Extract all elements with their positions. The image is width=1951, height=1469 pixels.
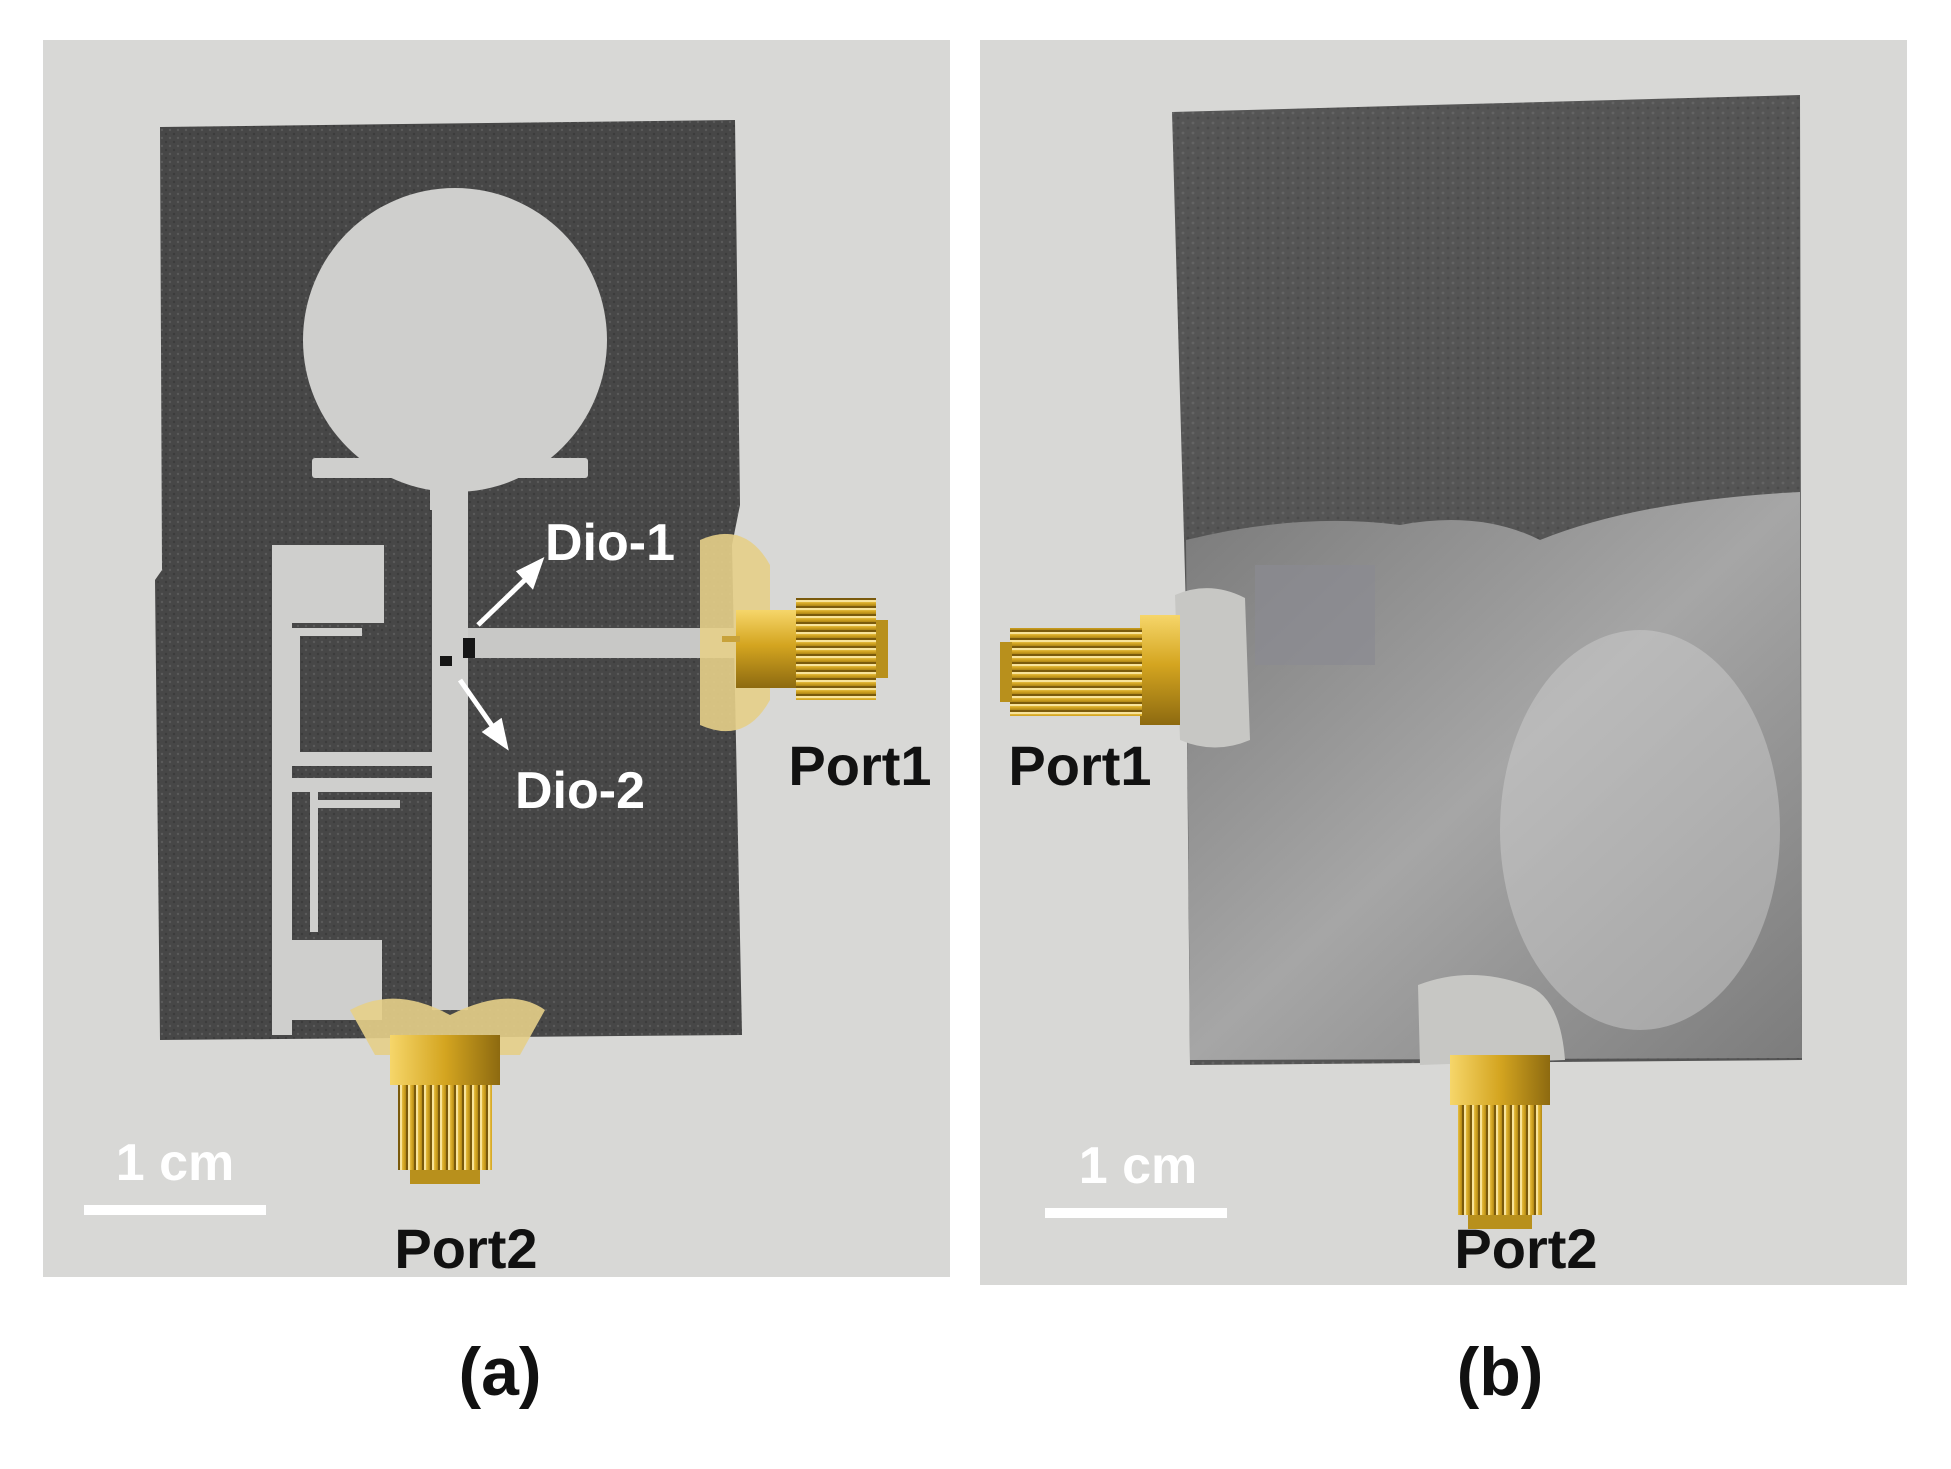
panel-a-port2-connector: [350, 998, 545, 1184]
panel-b-port1-solder: [1175, 588, 1250, 748]
panel-b-port1-label: Port1: [1008, 734, 1151, 797]
panel-b-port1-connector: [1000, 615, 1180, 725]
diode-arrows: [457, 557, 545, 751]
arrow-head-dio-1: [515, 557, 545, 590]
panel-b-caption: (b): [1457, 1334, 1544, 1410]
panel-a-caption: (a): [458, 1334, 541, 1410]
ground-plane-reflection: [1500, 630, 1780, 1030]
panel-b-port2-solder: [1418, 975, 1565, 1065]
arrow-to-dio-2: [457, 678, 498, 732]
port1-feed-line: [468, 628, 736, 658]
feed-line: [432, 490, 468, 1010]
panel-b-scale-bar: [1045, 1208, 1227, 1218]
arrow-to-dio-1: [476, 573, 532, 627]
panel-b-scale-label: 1 cm: [1079, 1137, 1198, 1195]
diode-1: [463, 638, 475, 658]
panel-b-port2-connector: [1450, 1055, 1550, 1229]
panel-a-scale-bar: [84, 1205, 266, 1215]
dio-2-label: Dio-2: [515, 762, 645, 820]
dio-1-label: Dio-1: [545, 514, 675, 572]
resonator-structure: [272, 545, 432, 1035]
panel-a-scale-label: 1 cm: [116, 1134, 235, 1192]
panel-a-port2-label: Port2: [394, 1217, 537, 1280]
panel-a-port1-connector: [700, 533, 888, 732]
panel-b: 1 cm Port1 Port2: [980, 40, 1907, 1285]
diode-2: [440, 656, 452, 666]
blurred-region: [1255, 565, 1375, 665]
panel-b-port2-label: Port2: [1454, 1217, 1597, 1280]
panel-a: Dio-1 Dio-2 1 cm Port1 Port2: [43, 40, 950, 1280]
panel-a-port1-label: Port1: [788, 734, 931, 797]
arrow-head-dio-2: [481, 717, 509, 751]
radiating-patch: [303, 188, 607, 510]
